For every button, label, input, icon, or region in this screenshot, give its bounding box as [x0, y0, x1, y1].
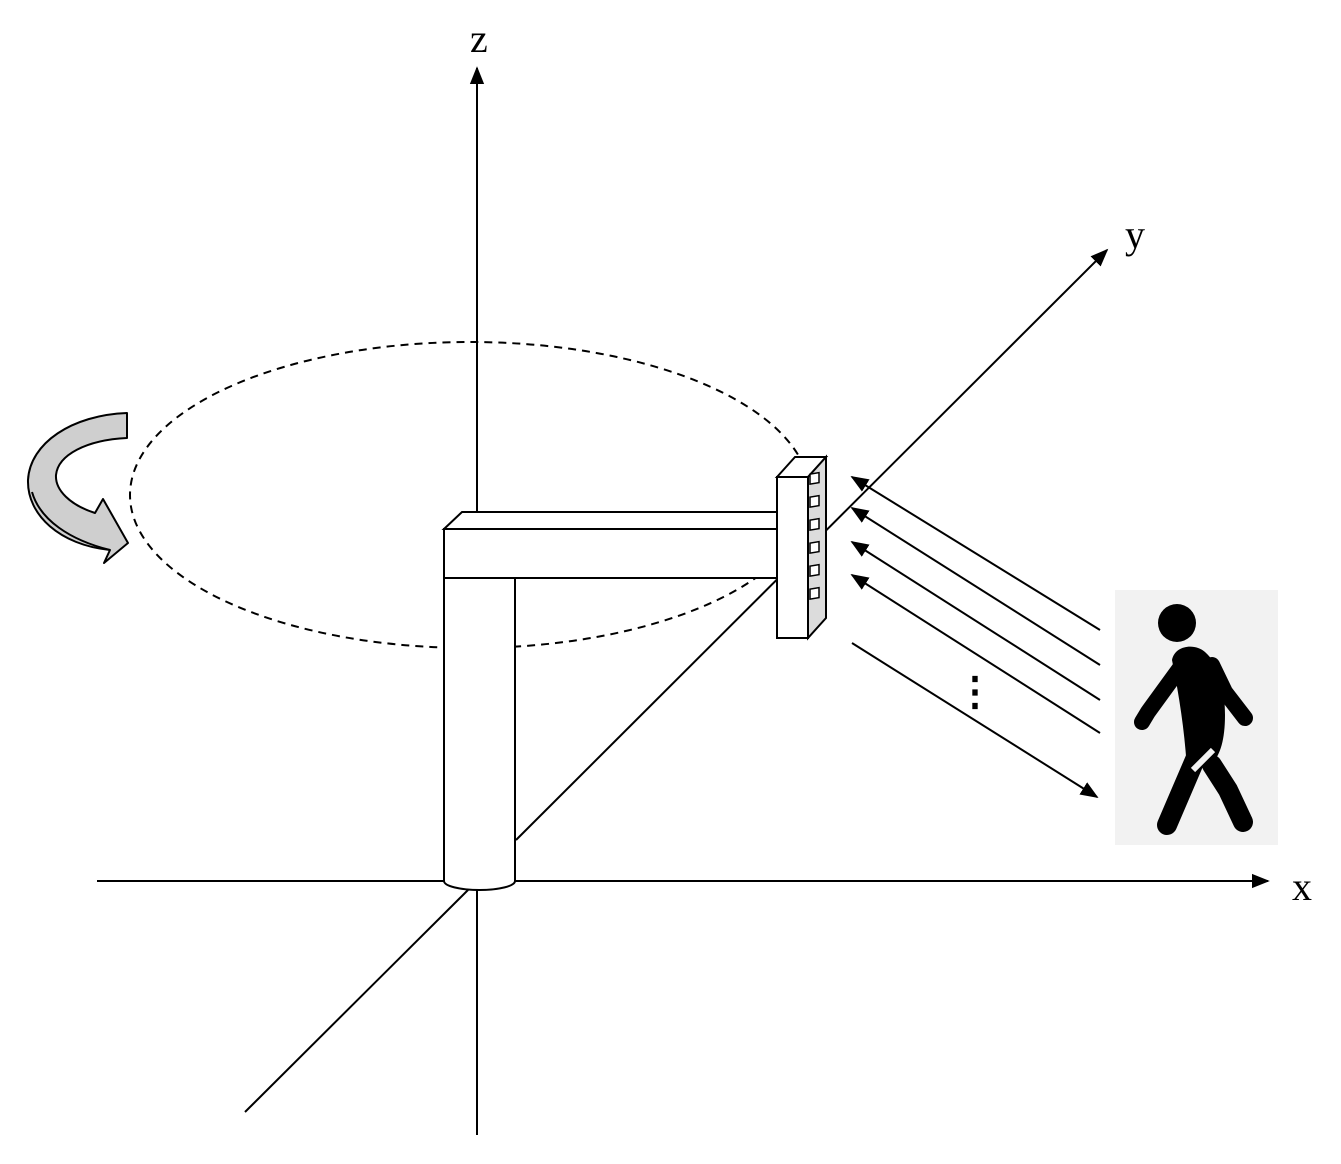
y-axis-label: y: [1125, 212, 1145, 257]
incoming-signal-4: [850, 574, 1101, 734]
antenna-elements: [809, 471, 820, 601]
incoming-signal-1: [850, 476, 1101, 631]
outgoing-signal: [851, 642, 1099, 798]
y-axis-lower: [244, 889, 469, 1113]
antenna-array: [774, 454, 829, 641]
x-axis-label: x: [1292, 864, 1312, 909]
curved-rotation-arrow-icon: [26, 412, 129, 564]
horizontal-arm: [441, 511, 793, 579]
z-axis-label: z: [470, 16, 488, 61]
signal-continuation-dots: ⋮: [955, 669, 995, 714]
incoming-signal-2: [850, 507, 1101, 666]
pillar: [443, 577, 516, 891]
signal-arrows: [850, 476, 1101, 798]
incoming-signal-3: [850, 541, 1101, 701]
walking-person-icon: [1115, 590, 1278, 845]
coordinate-axes: [97, 66, 1270, 1135]
